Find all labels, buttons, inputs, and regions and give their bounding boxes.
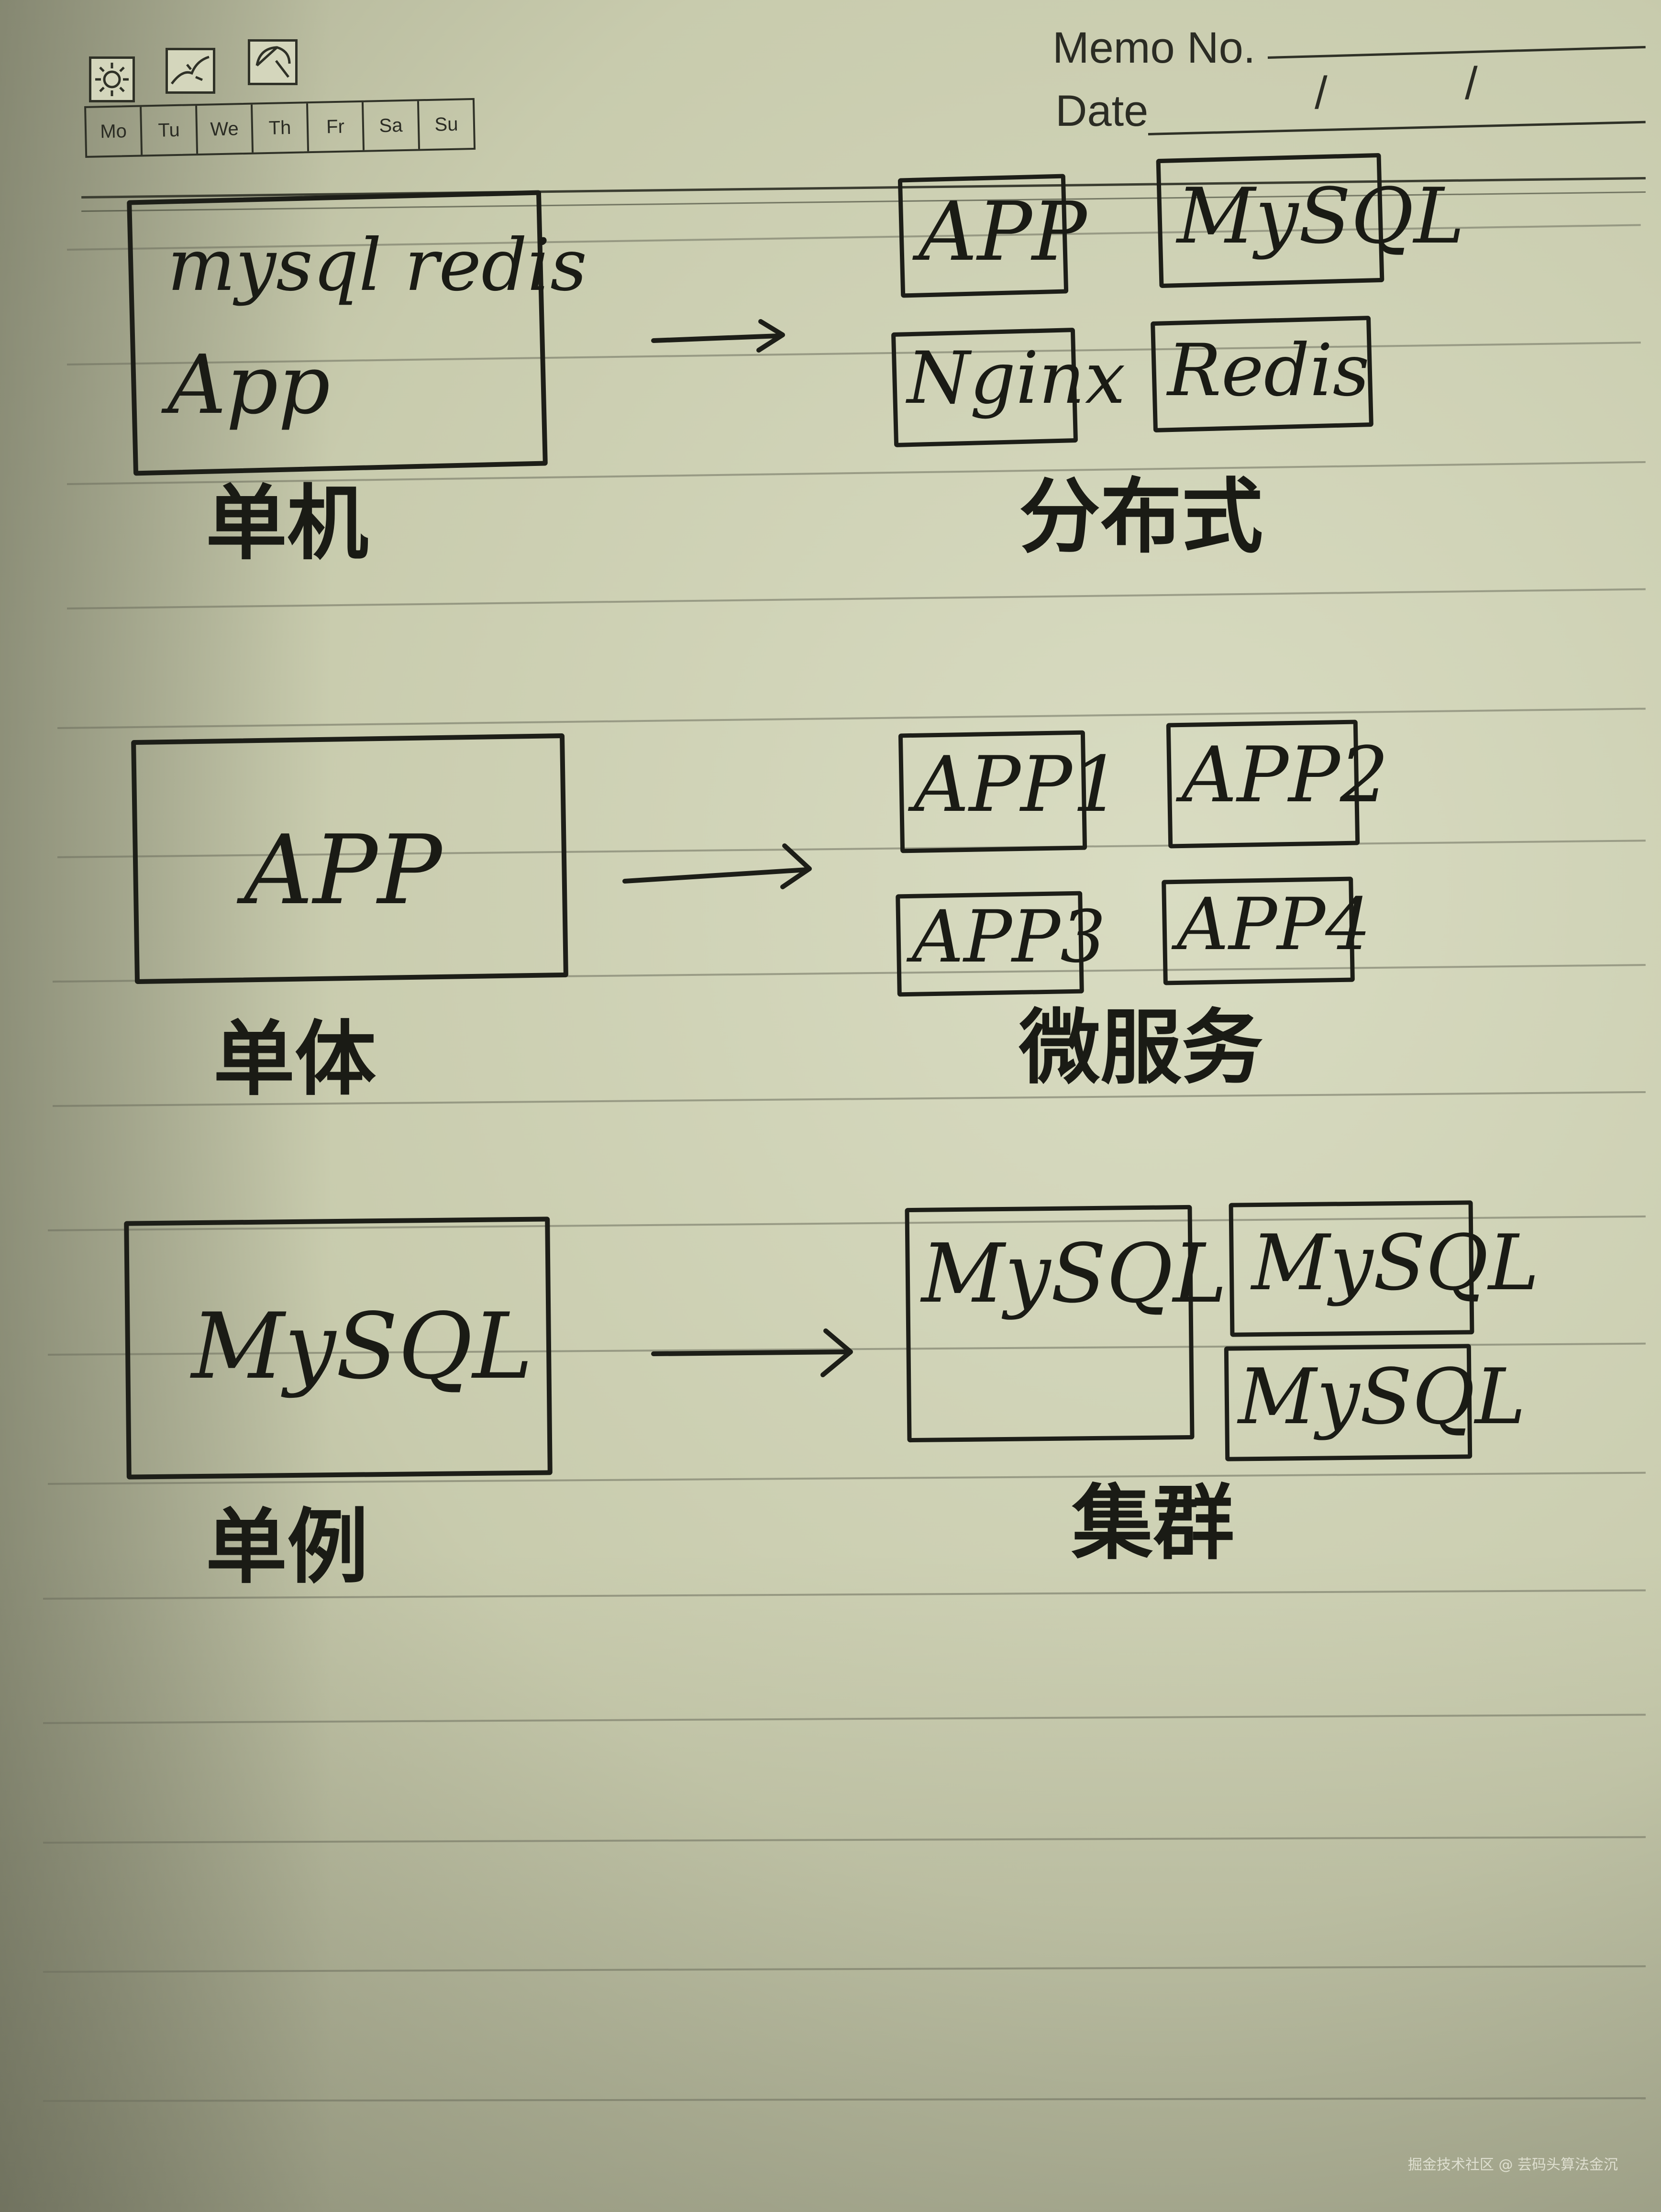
date-slash-2: / xyxy=(1465,58,1478,109)
ms-label-app2: APP2 xyxy=(1182,730,1389,819)
date-label: Date xyxy=(1055,87,1149,135)
dist-label-redis: Redis xyxy=(1167,329,1370,412)
date-slash-1: / xyxy=(1315,67,1328,119)
microservices-caption: 微服务 xyxy=(1019,1001,1263,1095)
distributed-caption: 分布式 xyxy=(1019,470,1263,564)
day-tu: Tu xyxy=(142,106,199,155)
arrow-3 xyxy=(651,1328,853,1377)
memo-no-line xyxy=(1267,45,1646,59)
cluster-caption: 集群 xyxy=(1072,1476,1235,1571)
standalone-line-2: App xyxy=(167,338,331,432)
watermark: 掘金技术社区 @ 芸码头算法金沉 xyxy=(1407,2157,1618,2173)
monolith-label: APP xyxy=(244,815,442,926)
standalone-line-1: mysql redis xyxy=(167,224,587,307)
sun-icon xyxy=(89,56,135,102)
single-instance-label: MySQL xyxy=(191,1294,533,1399)
umbrella-icon xyxy=(248,39,298,85)
ms-label-app4: APP4 xyxy=(1177,883,1371,966)
arrow-1 xyxy=(651,319,785,353)
ms-label-app1: APP1 xyxy=(914,740,1121,829)
dist-label-app: APP xyxy=(919,185,1087,279)
day-mo: Mo xyxy=(86,107,143,156)
day-su: Su xyxy=(434,113,458,135)
memo-no-label: Memo No. xyxy=(1052,23,1256,72)
date-line xyxy=(1148,121,1646,135)
day-sa: Sa xyxy=(363,101,421,150)
day-fr: Fr xyxy=(308,102,365,152)
monolith-caption: 单体 xyxy=(213,1012,376,1107)
arrow-2 xyxy=(622,843,812,889)
standalone-caption: 单机 xyxy=(206,476,369,571)
cloud-icon xyxy=(166,48,215,94)
day-th: Th xyxy=(253,103,310,153)
cluster-label-replica-1: MySQL xyxy=(1251,1218,1539,1307)
cluster-label-main: MySQL xyxy=(921,1227,1227,1321)
weekday-table: Mo Tu We Th Fr Sa Su xyxy=(84,98,476,158)
ms-label-app3: APP3 xyxy=(912,896,1106,979)
single-instance-caption: 单例 xyxy=(206,1500,369,1595)
day-we: We xyxy=(197,104,254,154)
cluster-label-replica-2: MySQL xyxy=(1238,1352,1526,1441)
dist-label-mysql: MySQL xyxy=(1177,171,1465,261)
dist-label-nginx: Nginx xyxy=(907,337,1126,420)
